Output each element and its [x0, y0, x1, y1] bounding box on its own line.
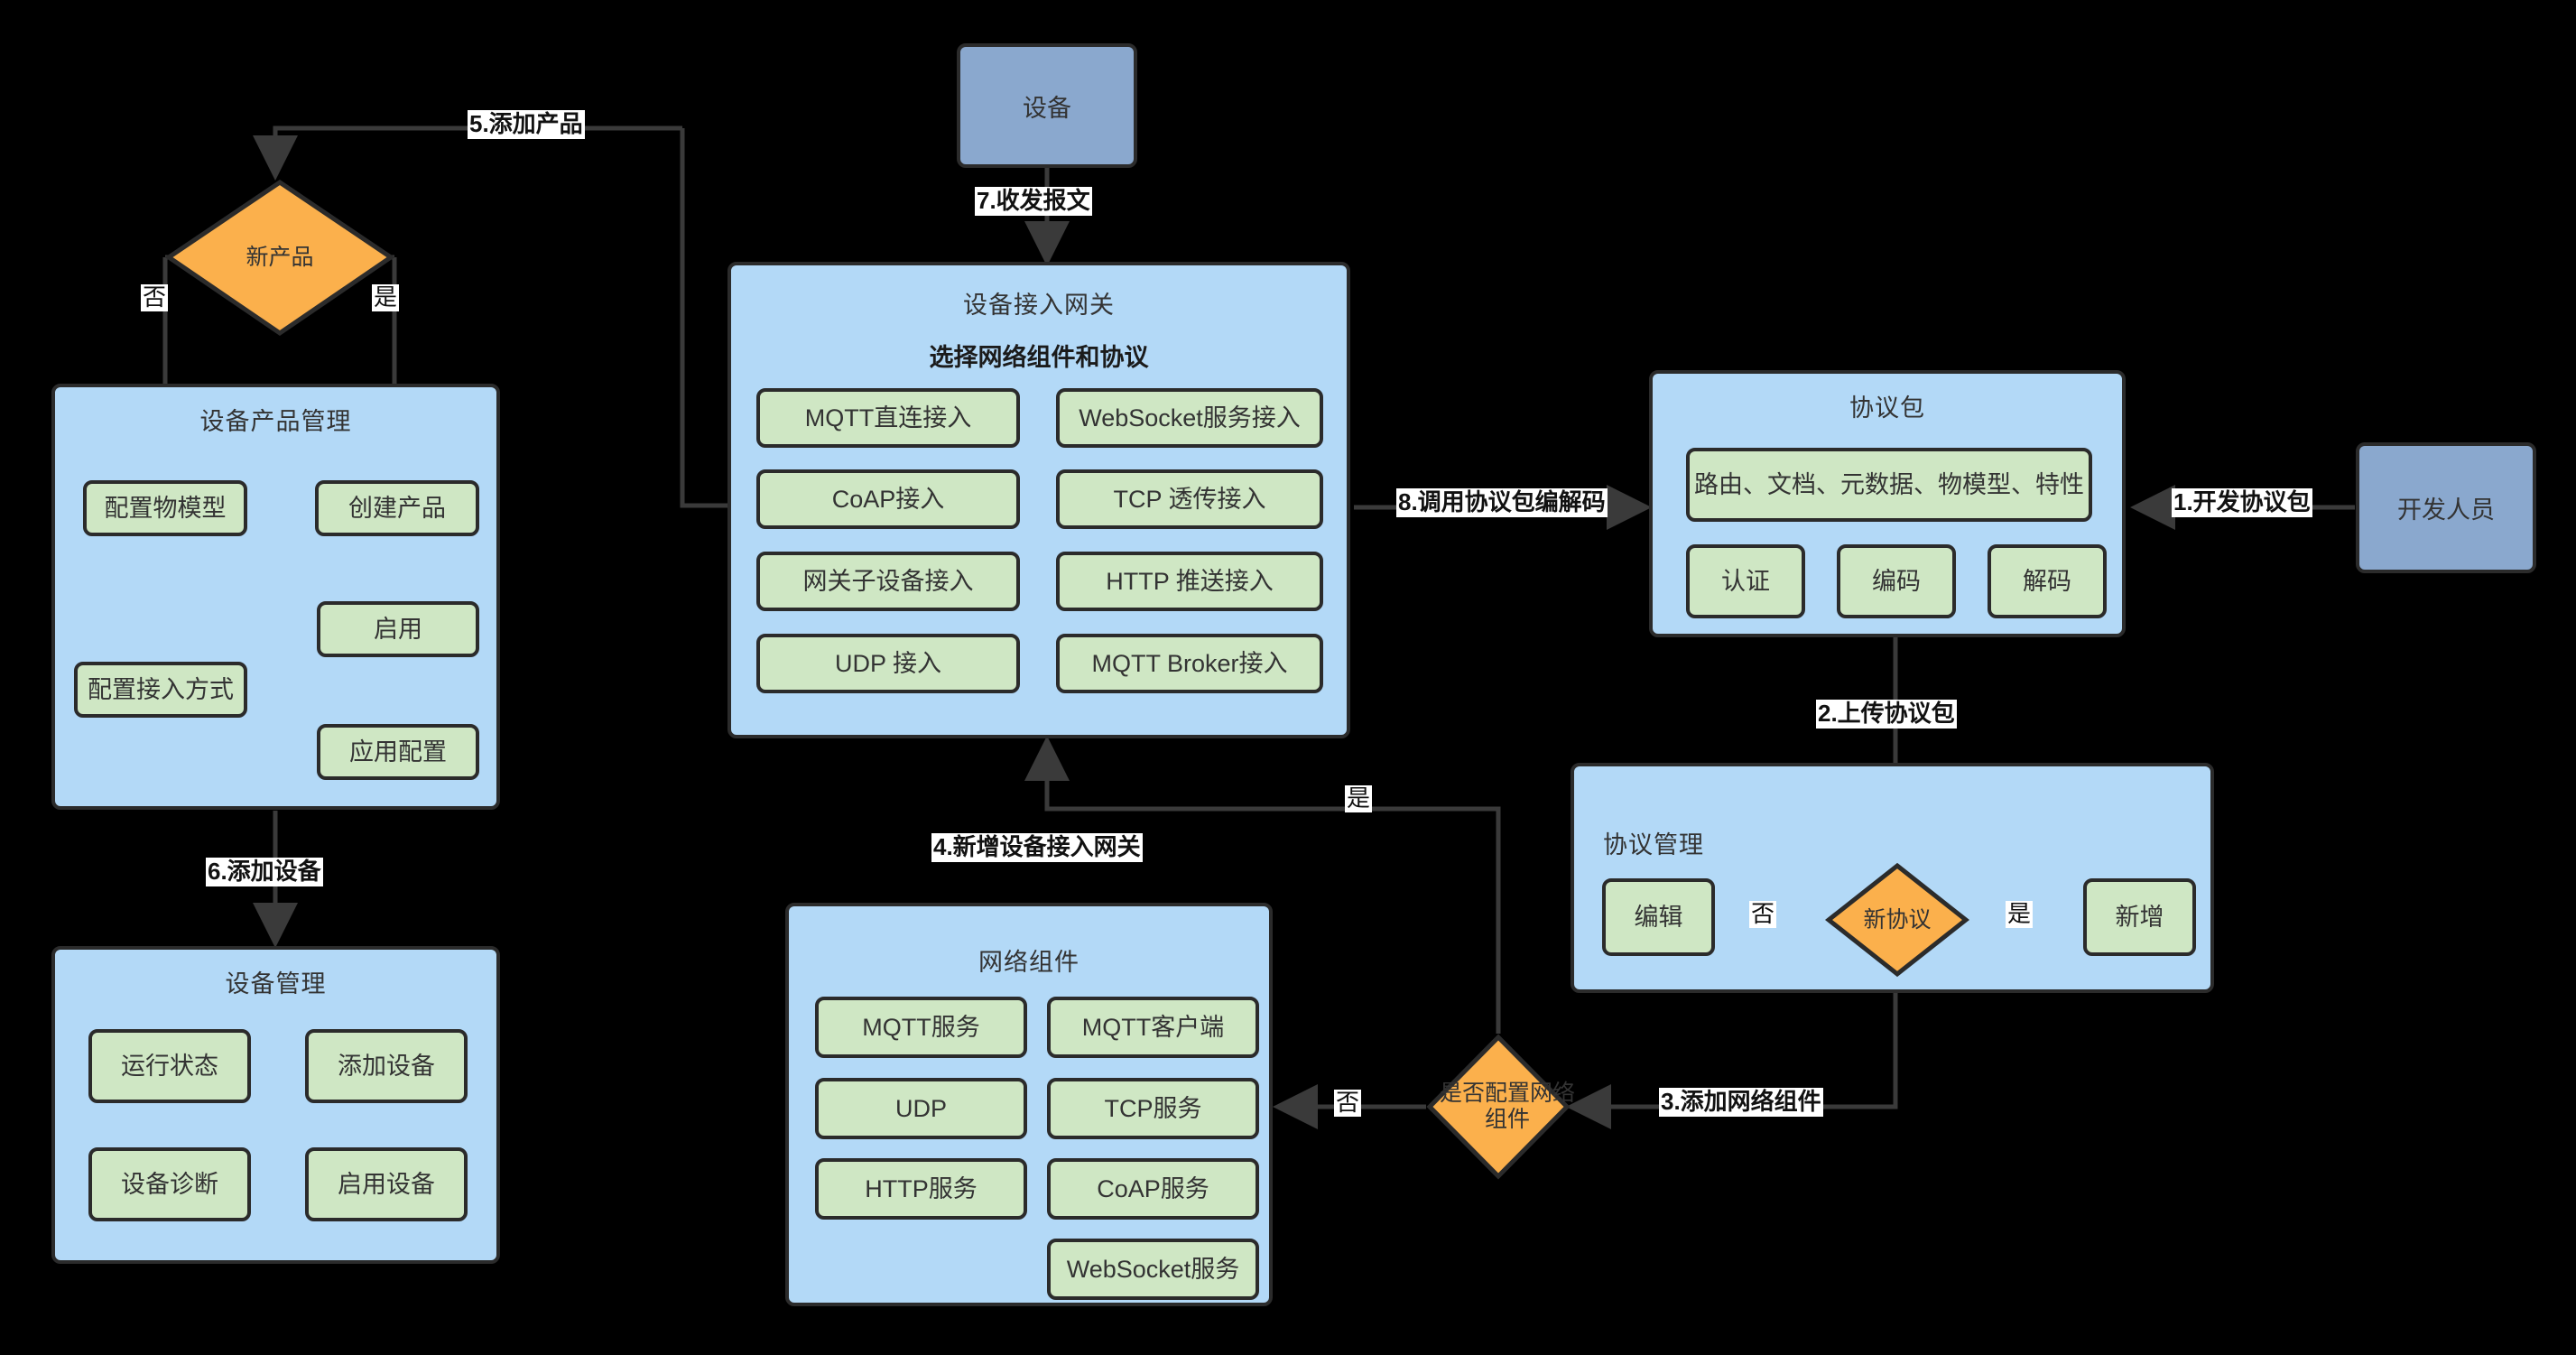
node-mqtt-direct-access[interactable]: MQTT直连接入 [756, 388, 1020, 448]
node-label: 网关子设备接入 [802, 567, 974, 595]
edge-label-yes-network: 是 [1345, 784, 1373, 812]
decision-new-protocol[interactable]: 新协议 [1825, 862, 1969, 978]
edge-label-yes-protocol: 是 [2006, 900, 2034, 928]
node-label: 新增 [2115, 903, 2164, 931]
edge-label-step6: 6.添加设备 [206, 858, 323, 886]
node-label: WebSocket服务 [1066, 1255, 1240, 1283]
decision-new-product[interactable]: 新产品 [165, 179, 394, 337]
node-label: CoAP接入 [831, 485, 945, 513]
node-decode[interactable]: 解码 [1988, 544, 2107, 618]
node-label: 启用设备 [338, 1170, 435, 1198]
node-apply-config[interactable]: 应用配置 [317, 724, 479, 780]
decision-new-product-label: 新产品 [246, 245, 314, 271]
actor-device[interactable]: 设备 [957, 43, 1137, 168]
node-configure-thing-model[interactable]: 配置物模型 [83, 480, 247, 536]
node-label: UDP [894, 1094, 947, 1122]
node-edit-protocol[interactable]: 编辑 [1602, 878, 1715, 956]
edge-label-no-product: 否 [141, 283, 169, 311]
node-label: 路由、文档、元数据、物模型、特性 [1694, 470, 2084, 498]
node-authentication[interactable]: 认证 [1686, 544, 1805, 618]
node-label: 添加设备 [338, 1052, 435, 1080]
node-mqtt-service[interactable]: MQTT服务 [815, 997, 1027, 1058]
node-label: UDP 接入 [834, 649, 942, 677]
edge-label-step2: 2.上传协议包 [1816, 700, 1957, 729]
node-label: MQTT Broker接入 [1091, 649, 1288, 677]
node-coap-service[interactable]: CoAP服务 [1047, 1158, 1259, 1220]
decision-new-protocol-label: 新协议 [1863, 906, 1932, 933]
node-protocol-package-contents[interactable]: 路由、文档、元数据、物模型、特性 [1686, 448, 2092, 522]
node-device-diagnosis[interactable]: 设备诊断 [88, 1147, 251, 1221]
decision-configure-network-component-label: 是否配置网络组件 [1439, 1081, 1575, 1132]
node-gateway-subdevice-access[interactable]: 网关子设备接入 [756, 552, 1020, 611]
node-websocket-service[interactable]: WebSocket服务 [1047, 1239, 1259, 1300]
node-label: 启用 [374, 615, 422, 643]
node-label: 配置接入方式 [88, 675, 234, 703]
node-mqtt-client[interactable]: MQTT客户端 [1047, 997, 1259, 1058]
edge-label-yes-product: 是 [372, 283, 400, 311]
edge-label-no-protocol: 否 [1749, 900, 1777, 928]
node-tcp-transparent-access[interactable]: TCP 透传接入 [1056, 469, 1323, 529]
node-label: MQTT服务 [862, 1013, 980, 1041]
node-udp[interactable]: UDP [815, 1078, 1027, 1139]
node-label: 配置物模型 [104, 494, 227, 522]
edge-label-step8: 8.调用协议包编解码 [1396, 488, 1608, 517]
node-label: TCP服务 [1104, 1094, 1202, 1122]
node-label: MQTT客户端 [1081, 1013, 1225, 1041]
node-http-push-access[interactable]: HTTP 推送接入 [1056, 552, 1323, 611]
edge-label-no-network: 否 [1334, 1089, 1362, 1117]
node-running-status[interactable]: 运行状态 [88, 1029, 251, 1103]
node-label: MQTT直连接入 [804, 404, 972, 432]
node-create-product[interactable]: 创建产品 [315, 480, 479, 536]
node-label: 编码 [1872, 567, 1921, 595]
node-configure-access-method[interactable]: 配置接入方式 [74, 662, 247, 718]
group-network-components-title: 网络组件 [978, 949, 1080, 976]
edge-label-step7: 7.收发报文 [975, 187, 1092, 216]
node-label: 解码 [2023, 567, 2071, 595]
edge-label-step1: 1.开发协议包 [2172, 488, 2312, 517]
group-device-access-gateway-subtitle: 选择网络组件和协议 [929, 344, 1149, 371]
group-device-product-management-title: 设备产品管理 [199, 408, 352, 435]
actor-device-label: 设备 [1023, 94, 1071, 122]
node-coap-access[interactable]: CoAP接入 [756, 469, 1020, 529]
node-label: 设备诊断 [121, 1170, 218, 1198]
node-label: TCP 透传接入 [1113, 485, 1266, 513]
node-label: 编辑 [1634, 903, 1683, 931]
decision-configure-network-component[interactable]: 是否配置网络组件 [1426, 1034, 1575, 1180]
node-tcp-service[interactable]: TCP服务 [1047, 1078, 1259, 1139]
edge-label-step4: 4.新增设备接入网关 [931, 833, 1143, 862]
edge-label-step3: 3.添加网络组件 [1659, 1088, 1823, 1117]
group-device-management-title: 设备管理 [225, 970, 327, 998]
node-add-protocol[interactable]: 新增 [2083, 878, 2196, 956]
node-label: HTTP 推送接入 [1106, 567, 1274, 595]
node-udp-access[interactable]: UDP 接入 [756, 634, 1020, 693]
node-encode[interactable]: 编码 [1837, 544, 1956, 618]
edge-label-step5: 5.添加产品 [468, 110, 585, 139]
node-label: 创建产品 [348, 494, 446, 522]
node-label: HTTP服务 [865, 1174, 978, 1202]
node-enable[interactable]: 启用 [317, 601, 479, 657]
group-device-access-gateway-title: 设备接入网关 [963, 292, 1115, 319]
node-label: WebSocket服务接入 [1079, 404, 1301, 432]
node-mqtt-broker-access[interactable]: MQTT Broker接入 [1056, 634, 1323, 693]
node-websocket-service-access[interactable]: WebSocket服务接入 [1056, 388, 1323, 448]
group-protocol-package-title: 协议包 [1849, 394, 1925, 422]
group-protocol-management-title: 协议管理 [1603, 831, 1704, 858]
node-http-service[interactable]: HTTP服务 [815, 1158, 1027, 1220]
node-add-device[interactable]: 添加设备 [305, 1029, 468, 1103]
node-enable-device[interactable]: 启用设备 [305, 1147, 468, 1221]
actor-developer[interactable]: 开发人员 [2356, 442, 2536, 573]
node-label: 应用配置 [349, 738, 447, 766]
node-label: 运行状态 [121, 1052, 218, 1080]
node-label: 认证 [1721, 567, 1770, 595]
node-label: CoAP服务 [1097, 1174, 1209, 1202]
actor-developer-label: 开发人员 [2397, 497, 2495, 524]
